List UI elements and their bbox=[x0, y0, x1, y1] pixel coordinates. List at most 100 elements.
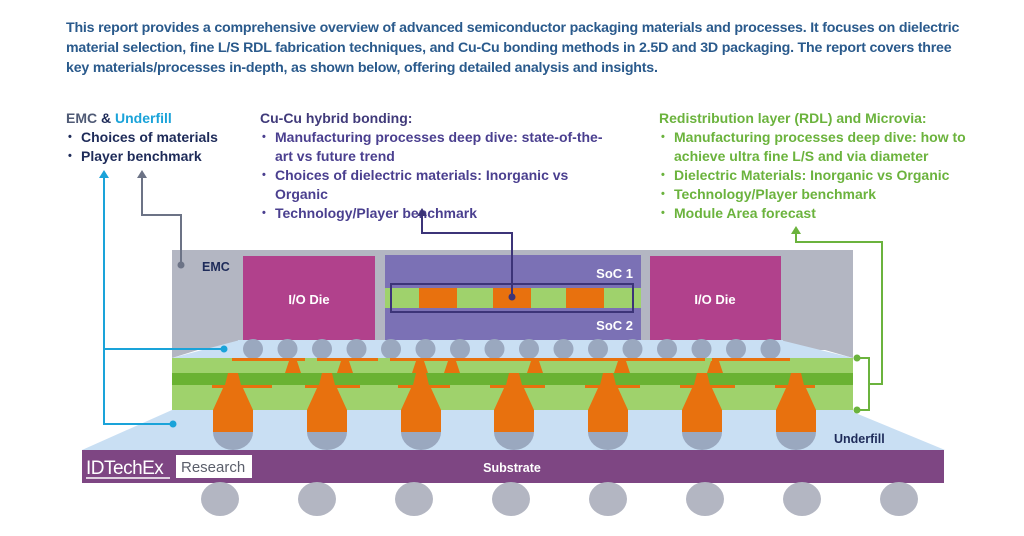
rdl-heading: Redistribution layer (RDL) and Microvia: bbox=[659, 110, 927, 126]
rdl-callout-dot bbox=[853, 354, 861, 362]
micro-bump bbox=[312, 339, 332, 359]
soc2-label: SoC 2 bbox=[596, 318, 633, 333]
c4-bump-pillar bbox=[776, 388, 816, 432]
cu-pad bbox=[566, 288, 604, 308]
rdl-trace bbox=[625, 358, 705, 361]
c4-bump-pillar bbox=[682, 388, 722, 432]
c4-bumps bbox=[213, 388, 816, 450]
rdl-microvia bbox=[694, 373, 710, 385]
micro-bump bbox=[381, 339, 401, 359]
bga-ball bbox=[298, 482, 336, 516]
io-die-right bbox=[650, 256, 781, 340]
c4-bump-solder bbox=[776, 432, 816, 450]
rdl-callout-dot bbox=[853, 406, 861, 414]
rdl-trace bbox=[585, 385, 640, 388]
emc-item: Choices of materials bbox=[66, 128, 218, 147]
rdl-microvia bbox=[285, 361, 301, 373]
emc-callout-arrow bbox=[141, 177, 182, 263]
micro-bump bbox=[484, 339, 505, 359]
rdl-microvia bbox=[412, 361, 428, 373]
c4-bump-pillar bbox=[401, 388, 441, 432]
rdl-microvia bbox=[600, 373, 616, 385]
c4-bump-pillar bbox=[494, 388, 534, 432]
io-die-right-label: I/O Die bbox=[694, 292, 735, 307]
rdl-arrowhead bbox=[791, 226, 801, 234]
micro-bump bbox=[450, 339, 470, 359]
cu-callout-dot bbox=[508, 293, 516, 301]
rdl-microvia bbox=[319, 373, 335, 385]
rdl-item: Manufacturing processes deep dive: how t… bbox=[659, 128, 969, 166]
micro-bump bbox=[588, 339, 608, 359]
rdl-block: Redistribution layer (RDL) and Microvia:… bbox=[659, 109, 969, 223]
io-die-left bbox=[243, 256, 375, 340]
rdl-microvia bbox=[413, 373, 429, 385]
micro-bump bbox=[415, 339, 436, 359]
micro-bump bbox=[519, 339, 539, 359]
micro-bump bbox=[277, 339, 298, 359]
c4-bump-solder bbox=[213, 432, 253, 450]
c4-bump-solder bbox=[682, 432, 722, 450]
rdl-microvia bbox=[614, 361, 630, 373]
cu-item: Technology/Player benchmark bbox=[260, 204, 620, 223]
bga-ball bbox=[492, 482, 530, 516]
cu-item: Choices of dielectric materials: Inorgan… bbox=[260, 166, 620, 204]
c4-bump-pillar bbox=[588, 388, 628, 432]
rdl-trace bbox=[542, 358, 628, 361]
rdl-trace bbox=[232, 358, 305, 361]
idtechex-logo: IDTechEx Research bbox=[86, 455, 252, 479]
logo-tag: Research bbox=[181, 459, 245, 476]
underfill-callout-dot bbox=[220, 345, 228, 353]
cu-callout-arrow bbox=[421, 215, 513, 297]
rdl-trace bbox=[390, 358, 485, 361]
micro-bump bbox=[346, 339, 367, 359]
rdl-trace bbox=[317, 358, 378, 361]
rdl-trace bbox=[490, 385, 545, 388]
micro-bump bbox=[622, 339, 643, 359]
underfill-arrowhead bbox=[99, 170, 109, 178]
micro-bumps bbox=[243, 339, 781, 359]
micro-bump bbox=[760, 339, 781, 359]
underfill-under-dies bbox=[238, 340, 783, 360]
emc-heading-text: EMC bbox=[66, 110, 98, 126]
intro-paragraph: This report provides a comprehensive ove… bbox=[66, 20, 960, 76]
rdl-trace bbox=[680, 385, 735, 388]
rdl-microvia bbox=[527, 361, 543, 373]
heading-ampersand: & bbox=[97, 110, 116, 126]
rdl-microvia bbox=[225, 373, 241, 385]
substrate-label: Substrate bbox=[483, 461, 541, 475]
bga-ball bbox=[201, 482, 239, 516]
rdl-trace bbox=[305, 385, 360, 388]
bga-ball bbox=[783, 482, 821, 516]
micro-bump bbox=[691, 339, 712, 359]
cu-pad bbox=[419, 288, 457, 308]
c4-bump-pillar bbox=[307, 388, 347, 432]
underfill-label: Underfill bbox=[834, 432, 885, 446]
bga-ball bbox=[395, 482, 433, 516]
c4-bump-solder bbox=[494, 432, 534, 450]
emc-underfill-block: EMC & Underfill Choices of materials Pla… bbox=[66, 109, 218, 166]
c4-bump-solder bbox=[588, 432, 628, 450]
cu-item: Manufacturing processes deep dive: state… bbox=[260, 128, 620, 166]
emc-callout-dot bbox=[177, 261, 185, 269]
micro-bump bbox=[243, 339, 263, 359]
rdl-microvia bbox=[707, 361, 723, 373]
rdl-trace bbox=[212, 385, 272, 388]
cu-bonding-heading: Cu-Cu hybrid bonding: bbox=[260, 110, 413, 126]
c4-bump-solder bbox=[307, 432, 347, 450]
rdl-copper-traces bbox=[212, 358, 815, 388]
rdl-item: Technology/Player benchmark bbox=[659, 185, 969, 204]
io-die-left-label: I/O Die bbox=[288, 292, 329, 307]
cu-arrowhead bbox=[417, 208, 427, 216]
rdl-microvia bbox=[788, 373, 804, 385]
soc1-label: SoC 1 bbox=[596, 266, 633, 281]
micro-bump bbox=[657, 339, 677, 359]
rdl-trace bbox=[460, 358, 550, 361]
rdl-trace bbox=[398, 385, 450, 388]
underfill-heading-text: Underfill bbox=[115, 110, 172, 126]
bga-ball bbox=[880, 482, 918, 516]
underfill-wedge-right bbox=[780, 340, 853, 358]
bga-ball bbox=[686, 482, 724, 516]
emc-arrowhead bbox=[137, 170, 147, 178]
emc-item: Player benchmark bbox=[66, 147, 218, 166]
